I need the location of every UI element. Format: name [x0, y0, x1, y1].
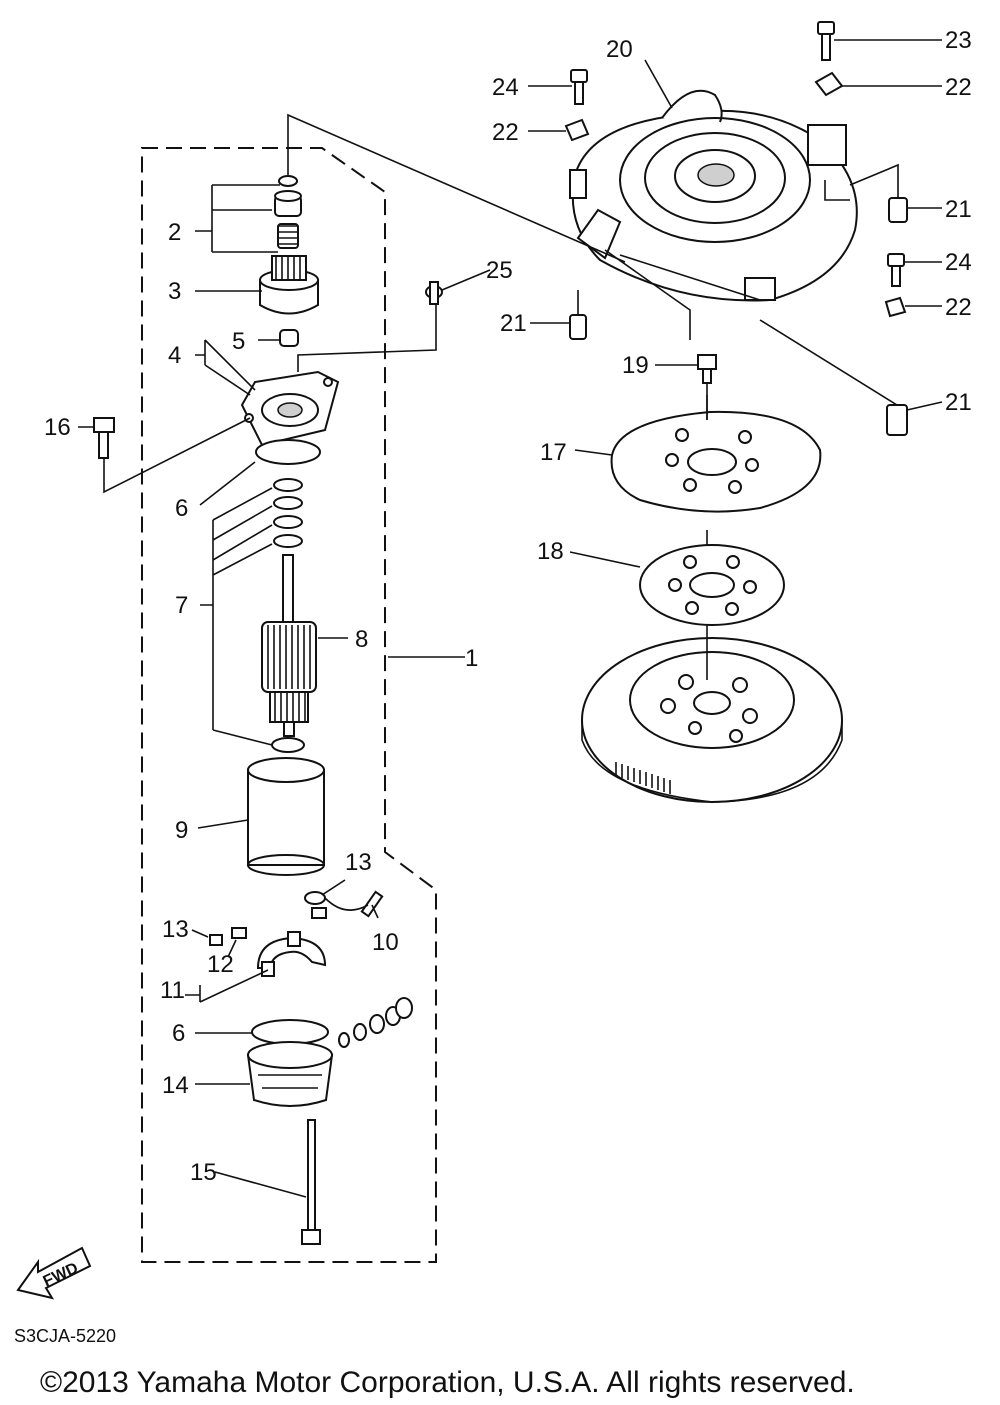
part-23-bolt — [817, 21, 835, 61]
callout-labels: 1 2 3 4 5 6 6 7 8 9 10 11 12 13 13 14 15… — [44, 27, 972, 1186]
part-22-plate-top — [814, 71, 844, 97]
part-3-pinion — [259, 255, 319, 315]
callout-4: 4 — [168, 342, 181, 369]
part-9-yoke — [247, 757, 325, 876]
callout-24-right: 24 — [945, 249, 972, 276]
callout-10: 10 — [372, 929, 399, 956]
part-21-collar-left — [569, 314, 587, 340]
callout-14: 14 — [162, 1072, 189, 1099]
callout-16: 16 — [44, 414, 71, 441]
callout-9: 9 — [175, 817, 188, 844]
part-6-oring-upper — [255, 439, 321, 465]
callout-18: 18 — [537, 538, 564, 565]
callout-1: 1 — [465, 645, 478, 672]
part-11-brush-holder — [256, 931, 327, 977]
part-5-bush — [279, 329, 299, 347]
callout-7: 7 — [175, 592, 188, 619]
callout-13-upper: 13 — [345, 849, 372, 876]
callout-23: 23 — [945, 27, 972, 54]
part-14-rear-cover — [246, 1041, 334, 1107]
callout-8: 8 — [355, 626, 368, 653]
part-2-clip-spring — [274, 175, 302, 249]
part-22-plate-left — [564, 118, 590, 142]
part-25-fitting — [425, 281, 443, 305]
part-17-plate — [610, 410, 822, 513]
part-22-plate-right — [884, 296, 907, 318]
part-10-brush-lead — [304, 890, 384, 919]
callout-22-top: 22 — [945, 74, 972, 101]
part-24-bolt-left — [570, 69, 588, 105]
part-21-collar-bottom — [886, 404, 908, 436]
callout-20: 20 — [606, 36, 633, 63]
part-19-bolt — [697, 354, 717, 384]
callout-6-lower: 6 — [172, 1020, 185, 1047]
callout-2: 2 — [168, 219, 181, 246]
part-7-washers — [271, 478, 305, 753]
part-16-bolt — [93, 417, 115, 459]
part-24-bolt-right — [887, 253, 905, 287]
callout-12: 12 — [207, 951, 234, 978]
part-8-armature — [261, 554, 317, 737]
part-20-flywheel-cover — [569, 89, 858, 302]
callout-21-left: 21 — [500, 310, 527, 337]
part-14-washers — [338, 997, 413, 1048]
callout-11: 11 — [160, 977, 185, 1004]
flywheel — [581, 637, 843, 803]
part-6-oring-lower — [251, 1019, 329, 1045]
callout-24-left: 24 — [492, 74, 519, 101]
callout-5: 5 — [232, 328, 245, 355]
fwd-arrow-icon: FWD — [16, 1246, 92, 1300]
callout-19: 19 — [622, 352, 649, 379]
callout-25: 25 — [486, 257, 513, 284]
callout-17: 17 — [540, 439, 567, 466]
starter-assembly-outline — [141, 147, 437, 1263]
callout-6-upper: 6 — [175, 495, 188, 522]
part-18-plate — [639, 544, 785, 626]
callout-22-left: 22 — [492, 119, 519, 146]
drawing-code: S3CJA-5220 — [14, 1326, 116, 1346]
part-4-front-bracket — [240, 370, 340, 447]
leader-lines — [78, 39, 943, 1198]
part-13-12-brushes — [209, 927, 247, 946]
callout-13-lower: 13 — [162, 916, 189, 943]
callout-15: 15 — [190, 1159, 217, 1186]
part-21-collar-top — [888, 197, 908, 223]
callout-3: 3 — [168, 278, 181, 305]
callout-21-bottom: 21 — [945, 389, 972, 416]
callout-21-top: 21 — [945, 196, 972, 223]
callout-22-right: 22 — [945, 294, 972, 321]
part-15-through-bolt — [301, 1119, 321, 1245]
copyright-text: ©2013 Yamaha Motor Corporation, U.S.A. A… — [40, 1366, 855, 1399]
